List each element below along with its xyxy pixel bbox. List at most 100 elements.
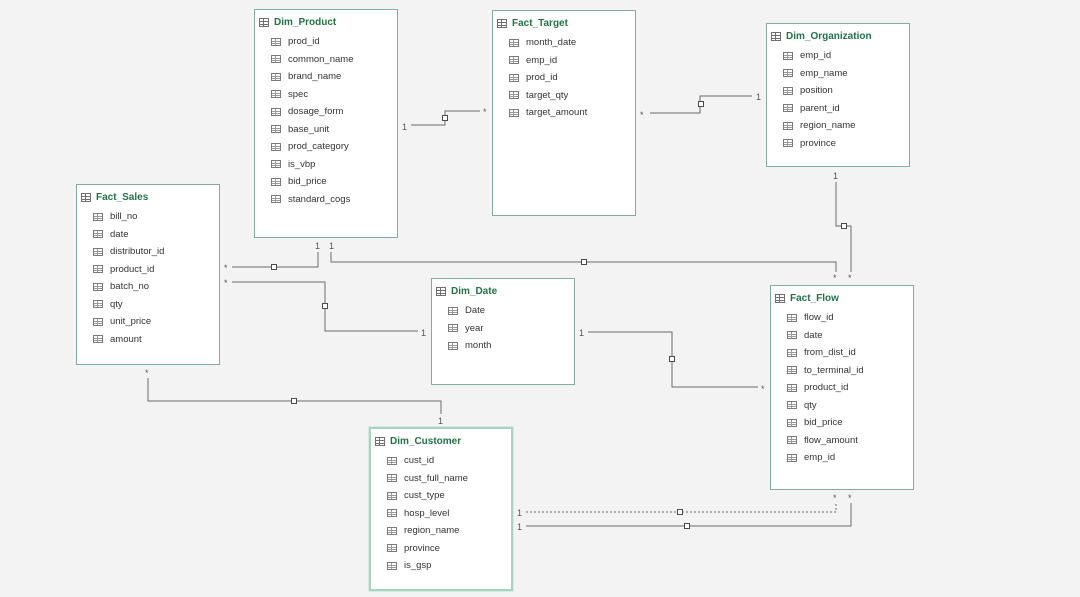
field-row[interactable]: year <box>448 320 574 338</box>
table-title: Dim_Date <box>451 285 498 297</box>
field-icon <box>387 456 397 465</box>
field-row[interactable]: date <box>93 226 219 244</box>
field-row[interactable]: common_name <box>271 51 397 69</box>
field-row[interactable]: qty <box>787 397 913 415</box>
table-header[interactable]: Dim_Product <box>255 11 397 33</box>
field-row[interactable]: batch_no <box>93 278 219 296</box>
field-row[interactable]: product_id <box>93 261 219 279</box>
field-icon <box>448 324 458 333</box>
table-header[interactable]: Dim_Organization <box>767 25 909 47</box>
field-row[interactable]: flow_amount <box>787 432 913 450</box>
field-row[interactable]: bid_price <box>787 414 913 432</box>
field-icon <box>271 90 281 99</box>
field-row[interactable]: target_amount <box>509 104 635 122</box>
field-row[interactable]: date <box>787 327 913 345</box>
field-row[interactable]: bid_price <box>271 173 397 191</box>
cardinality-many-label: * <box>848 493 852 503</box>
field-row[interactable]: spec <box>271 86 397 104</box>
field-label: bid_price <box>288 176 327 188</box>
field-row[interactable]: is_vbp <box>271 156 397 174</box>
table-card-dim-organization[interactable]: Dim_Organization emp_id emp_name positio… <box>766 23 910 167</box>
field-row[interactable]: prod_id <box>509 69 635 87</box>
field-row[interactable]: bill_no <box>93 208 219 226</box>
table-card-fact-sales[interactable]: Fact_Sales bill_no date distributor_id p… <box>76 184 220 365</box>
field-icon <box>448 306 458 315</box>
table-header[interactable]: Fact_Sales <box>77 186 219 208</box>
field-row[interactable]: month <box>448 337 574 355</box>
table-title: Dim_Product <box>274 16 337 28</box>
field-row[interactable]: emp_id <box>509 52 635 70</box>
field-row[interactable]: dosage_form <box>271 103 397 121</box>
field-icon <box>783 121 793 130</box>
field-row[interactable]: unit_price <box>93 313 219 331</box>
table-card-dim-product[interactable]: Dim_Product prod_id common_name brand_na… <box>254 9 398 238</box>
field-row[interactable]: amount <box>93 331 219 349</box>
field-row[interactable]: month_date <box>509 34 635 52</box>
field-row[interactable]: Date <box>448 302 574 320</box>
table-header[interactable]: Dim_Date <box>432 280 574 302</box>
field-row[interactable]: is_gsp <box>387 557 511 575</box>
table-card-dim-date[interactable]: Dim_Date Date year month <box>431 278 575 385</box>
field-label: amount <box>110 333 142 345</box>
field-row[interactable]: prod_id <box>271 33 397 51</box>
field-row[interactable]: emp_id <box>783 47 909 65</box>
field-row[interactable]: region_name <box>783 117 909 135</box>
field-label: position <box>800 85 833 97</box>
field-label: prod_category <box>288 141 349 153</box>
field-label: date <box>804 329 823 341</box>
field-label: standard_cogs <box>288 193 351 205</box>
field-row[interactable]: base_unit <box>271 121 397 139</box>
table-header[interactable]: Fact_Target <box>493 12 635 34</box>
field-label: distributor_id <box>110 246 165 258</box>
table-card-fact-target[interactable]: Fact_Target month_date emp_id prod_id ta… <box>492 10 636 216</box>
field-row[interactable]: province <box>783 135 909 153</box>
field-label: spec <box>288 88 309 100</box>
relationship-midpoint <box>271 264 277 270</box>
field-row[interactable]: from_dist_id <box>787 344 913 362</box>
field-row[interactable]: cust_type <box>387 487 511 505</box>
field-row[interactable]: cust_full_name <box>387 470 511 488</box>
field-label: emp_name <box>800 67 848 79</box>
field-icon <box>271 125 281 134</box>
cardinality-many-label: * <box>833 273 837 283</box>
field-row[interactable]: parent_id <box>783 100 909 118</box>
field-row[interactable]: distributor_id <box>93 243 219 261</box>
field-icon <box>787 348 797 357</box>
field-row[interactable]: hosp_level <box>387 505 511 523</box>
field-label: parent_id <box>800 102 840 114</box>
field-row[interactable]: qty <box>93 296 219 314</box>
field-label: from_dist_id <box>804 347 856 359</box>
field-row[interactable]: region_name <box>387 522 511 540</box>
field-row[interactable]: cust_id <box>387 452 511 470</box>
field-row[interactable]: flow_id <box>787 309 913 327</box>
table-header[interactable]: Dim_Customer <box>371 430 511 452</box>
field-icon <box>783 69 793 78</box>
field-row[interactable]: position <box>783 82 909 100</box>
table-card-fact-flow[interactable]: Fact_Flow flow_id date from_dist_id to_t… <box>770 285 914 490</box>
table-header[interactable]: Fact_Flow <box>771 287 913 309</box>
table-card-dim-customer[interactable]: Dim_Customer cust_id cust_full_name cust… <box>369 427 513 591</box>
cardinality-one-label: 1 <box>756 92 762 102</box>
field-icon <box>93 247 103 256</box>
field-row[interactable]: standard_cogs <box>271 191 397 209</box>
field-row[interactable]: prod_category <box>271 138 397 156</box>
field-label: bill_no <box>110 211 138 223</box>
field-icon <box>387 509 397 518</box>
field-row[interactable]: product_id <box>787 379 913 397</box>
relationship-midpoint <box>442 115 448 121</box>
field-row[interactable]: to_terminal_id <box>787 362 913 380</box>
field-row[interactable]: brand_name <box>271 68 397 86</box>
cardinality-many-label: * <box>640 110 644 120</box>
relationship-midpoint <box>581 259 587 265</box>
cardinality-one-label: 1 <box>421 328 427 338</box>
field-icon <box>271 142 281 151</box>
field-label: dosage_form <box>288 106 344 118</box>
field-label: Date <box>465 305 486 317</box>
field-row[interactable]: target_qty <box>509 87 635 105</box>
field-row[interactable]: province <box>387 540 511 558</box>
field-row[interactable]: emp_name <box>783 65 909 83</box>
field-icon <box>271 37 281 46</box>
field-icon <box>783 104 793 113</box>
field-row[interactable]: emp_id <box>787 449 913 467</box>
